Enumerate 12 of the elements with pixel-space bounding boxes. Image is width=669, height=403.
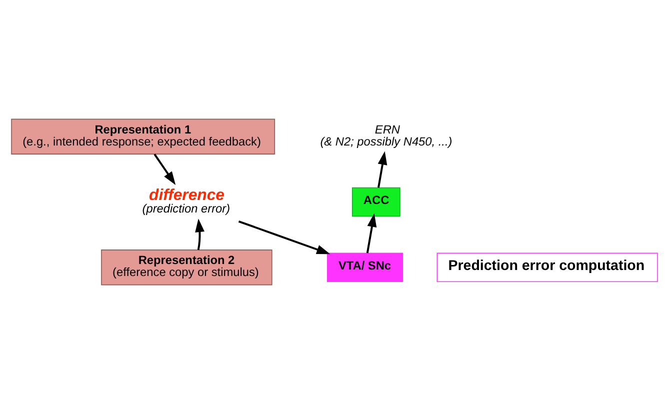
node-box: Representation 1 (e.g., intended response; expected feedback) bbox=[11, 118, 276, 154]
arrow bbox=[366, 212, 377, 253]
node-box: VTA/ SNc bbox=[326, 252, 404, 282]
node-box: ACC bbox=[352, 186, 400, 216]
arrow bbox=[154, 153, 176, 184]
arrow bbox=[378, 150, 388, 188]
node-text: difference (prediction error) bbox=[142, 186, 230, 216]
node-text: ERN (& N2; possibly N450, ...) bbox=[320, 122, 452, 148]
arrow bbox=[238, 220, 330, 254]
node-box: Prediction error computation bbox=[436, 252, 658, 282]
node-box: Representation 2 (efference copy or stimulus) bbox=[101, 249, 272, 285]
arrow bbox=[195, 218, 204, 250]
